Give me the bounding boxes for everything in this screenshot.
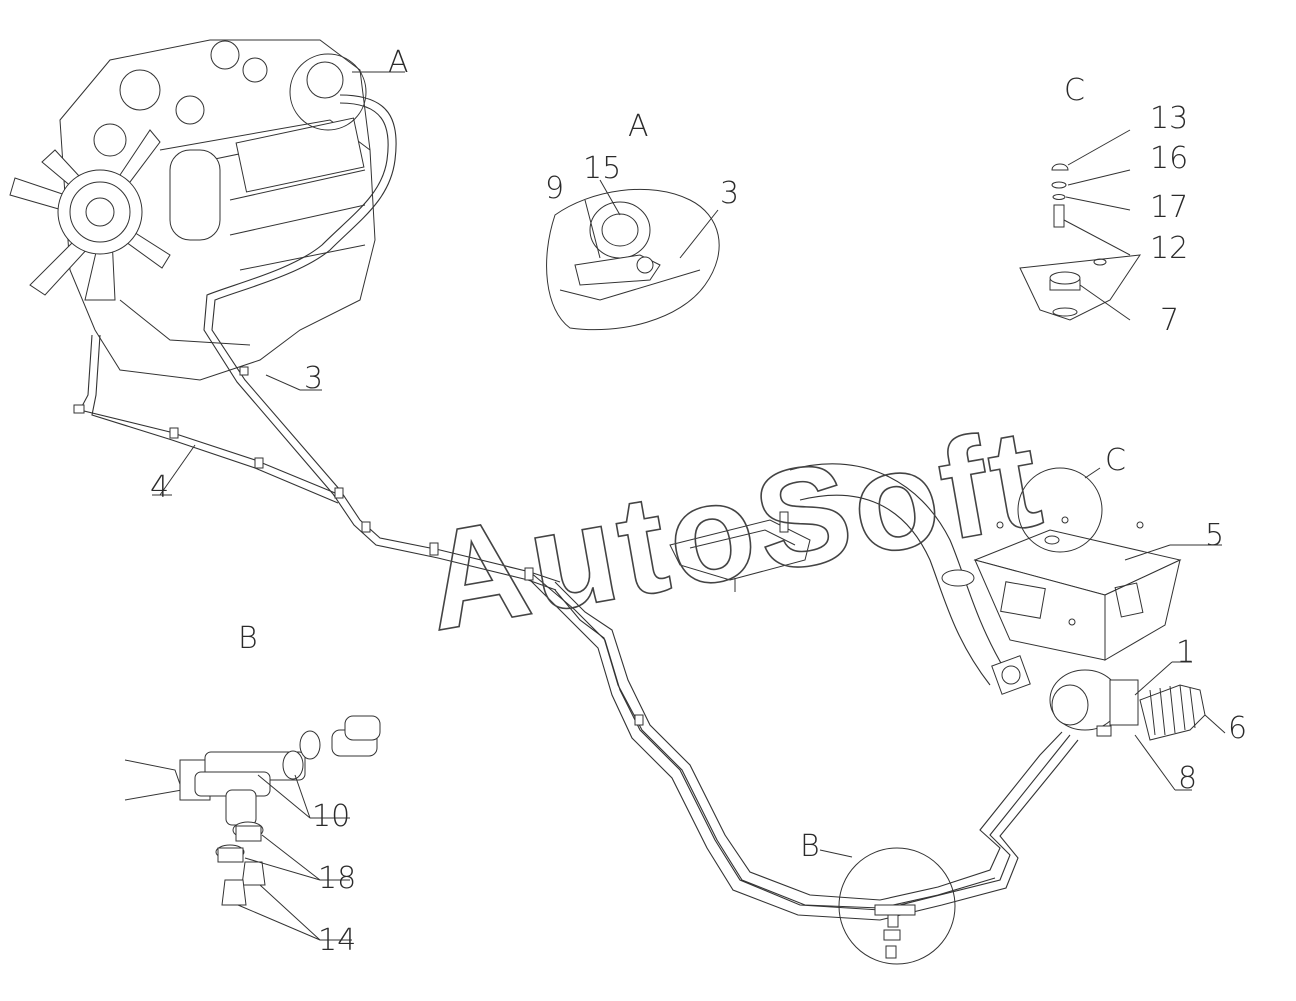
callout-6: 6 [1228, 711, 1247, 746]
detail-circle-b [838, 847, 956, 965]
air-duct [789, 463, 1031, 695]
view-title-b: B [238, 621, 258, 656]
view-b-detail [124, 715, 381, 941]
callout-1: 1 [1176, 635, 1195, 670]
callout-9: 9 [545, 171, 564, 206]
callout-3-detail: 3 [720, 176, 739, 211]
leader-lines [152, 374, 1226, 791]
callout-18: 18 [318, 861, 356, 896]
heater-box [973, 516, 1182, 661]
callout-7: 7 [1160, 303, 1179, 338]
callout-13: 13 [1150, 101, 1188, 136]
view-title-c: C [1064, 73, 1085, 108]
detail-circle-c [1017, 467, 1103, 553]
callout-letter-a: A [388, 45, 409, 80]
callout-5: 5 [1205, 518, 1224, 553]
engine [59, 39, 376, 381]
callout-letter-c: C [1105, 443, 1126, 478]
callout-10: 10 [312, 799, 350, 834]
heater-burner [1049, 669, 1206, 741]
part-callouts: 3 4 15 9 3 13 16 17 12 7 5 1 6 8 10 18 1… [150, 101, 1247, 958]
callout-3-main: 3 [304, 361, 323, 396]
callout-15: 15 [583, 151, 621, 186]
view-title-a: A [628, 109, 649, 144]
callout-14: 14 [318, 923, 356, 958]
view-c-detail [1019, 129, 1142, 321]
cooling-fan [9, 129, 171, 301]
callout-17: 17 [1150, 190, 1188, 225]
callout-letter-b: B [800, 829, 820, 864]
callout-16: 16 [1150, 141, 1188, 176]
control-unit [669, 511, 811, 592]
tee-fitting-small [874, 904, 916, 959]
view-a-detail [546, 179, 720, 331]
coolant-pipes [73, 94, 1079, 921]
callout-4: 4 [150, 470, 169, 505]
callout-12: 12 [1150, 231, 1188, 266]
view-titles: A A C C B B [238, 45, 1126, 864]
detail-circle-a [289, 53, 367, 131]
callout-8: 8 [1178, 761, 1197, 796]
watermark: AutoSoft [414, 397, 1055, 660]
